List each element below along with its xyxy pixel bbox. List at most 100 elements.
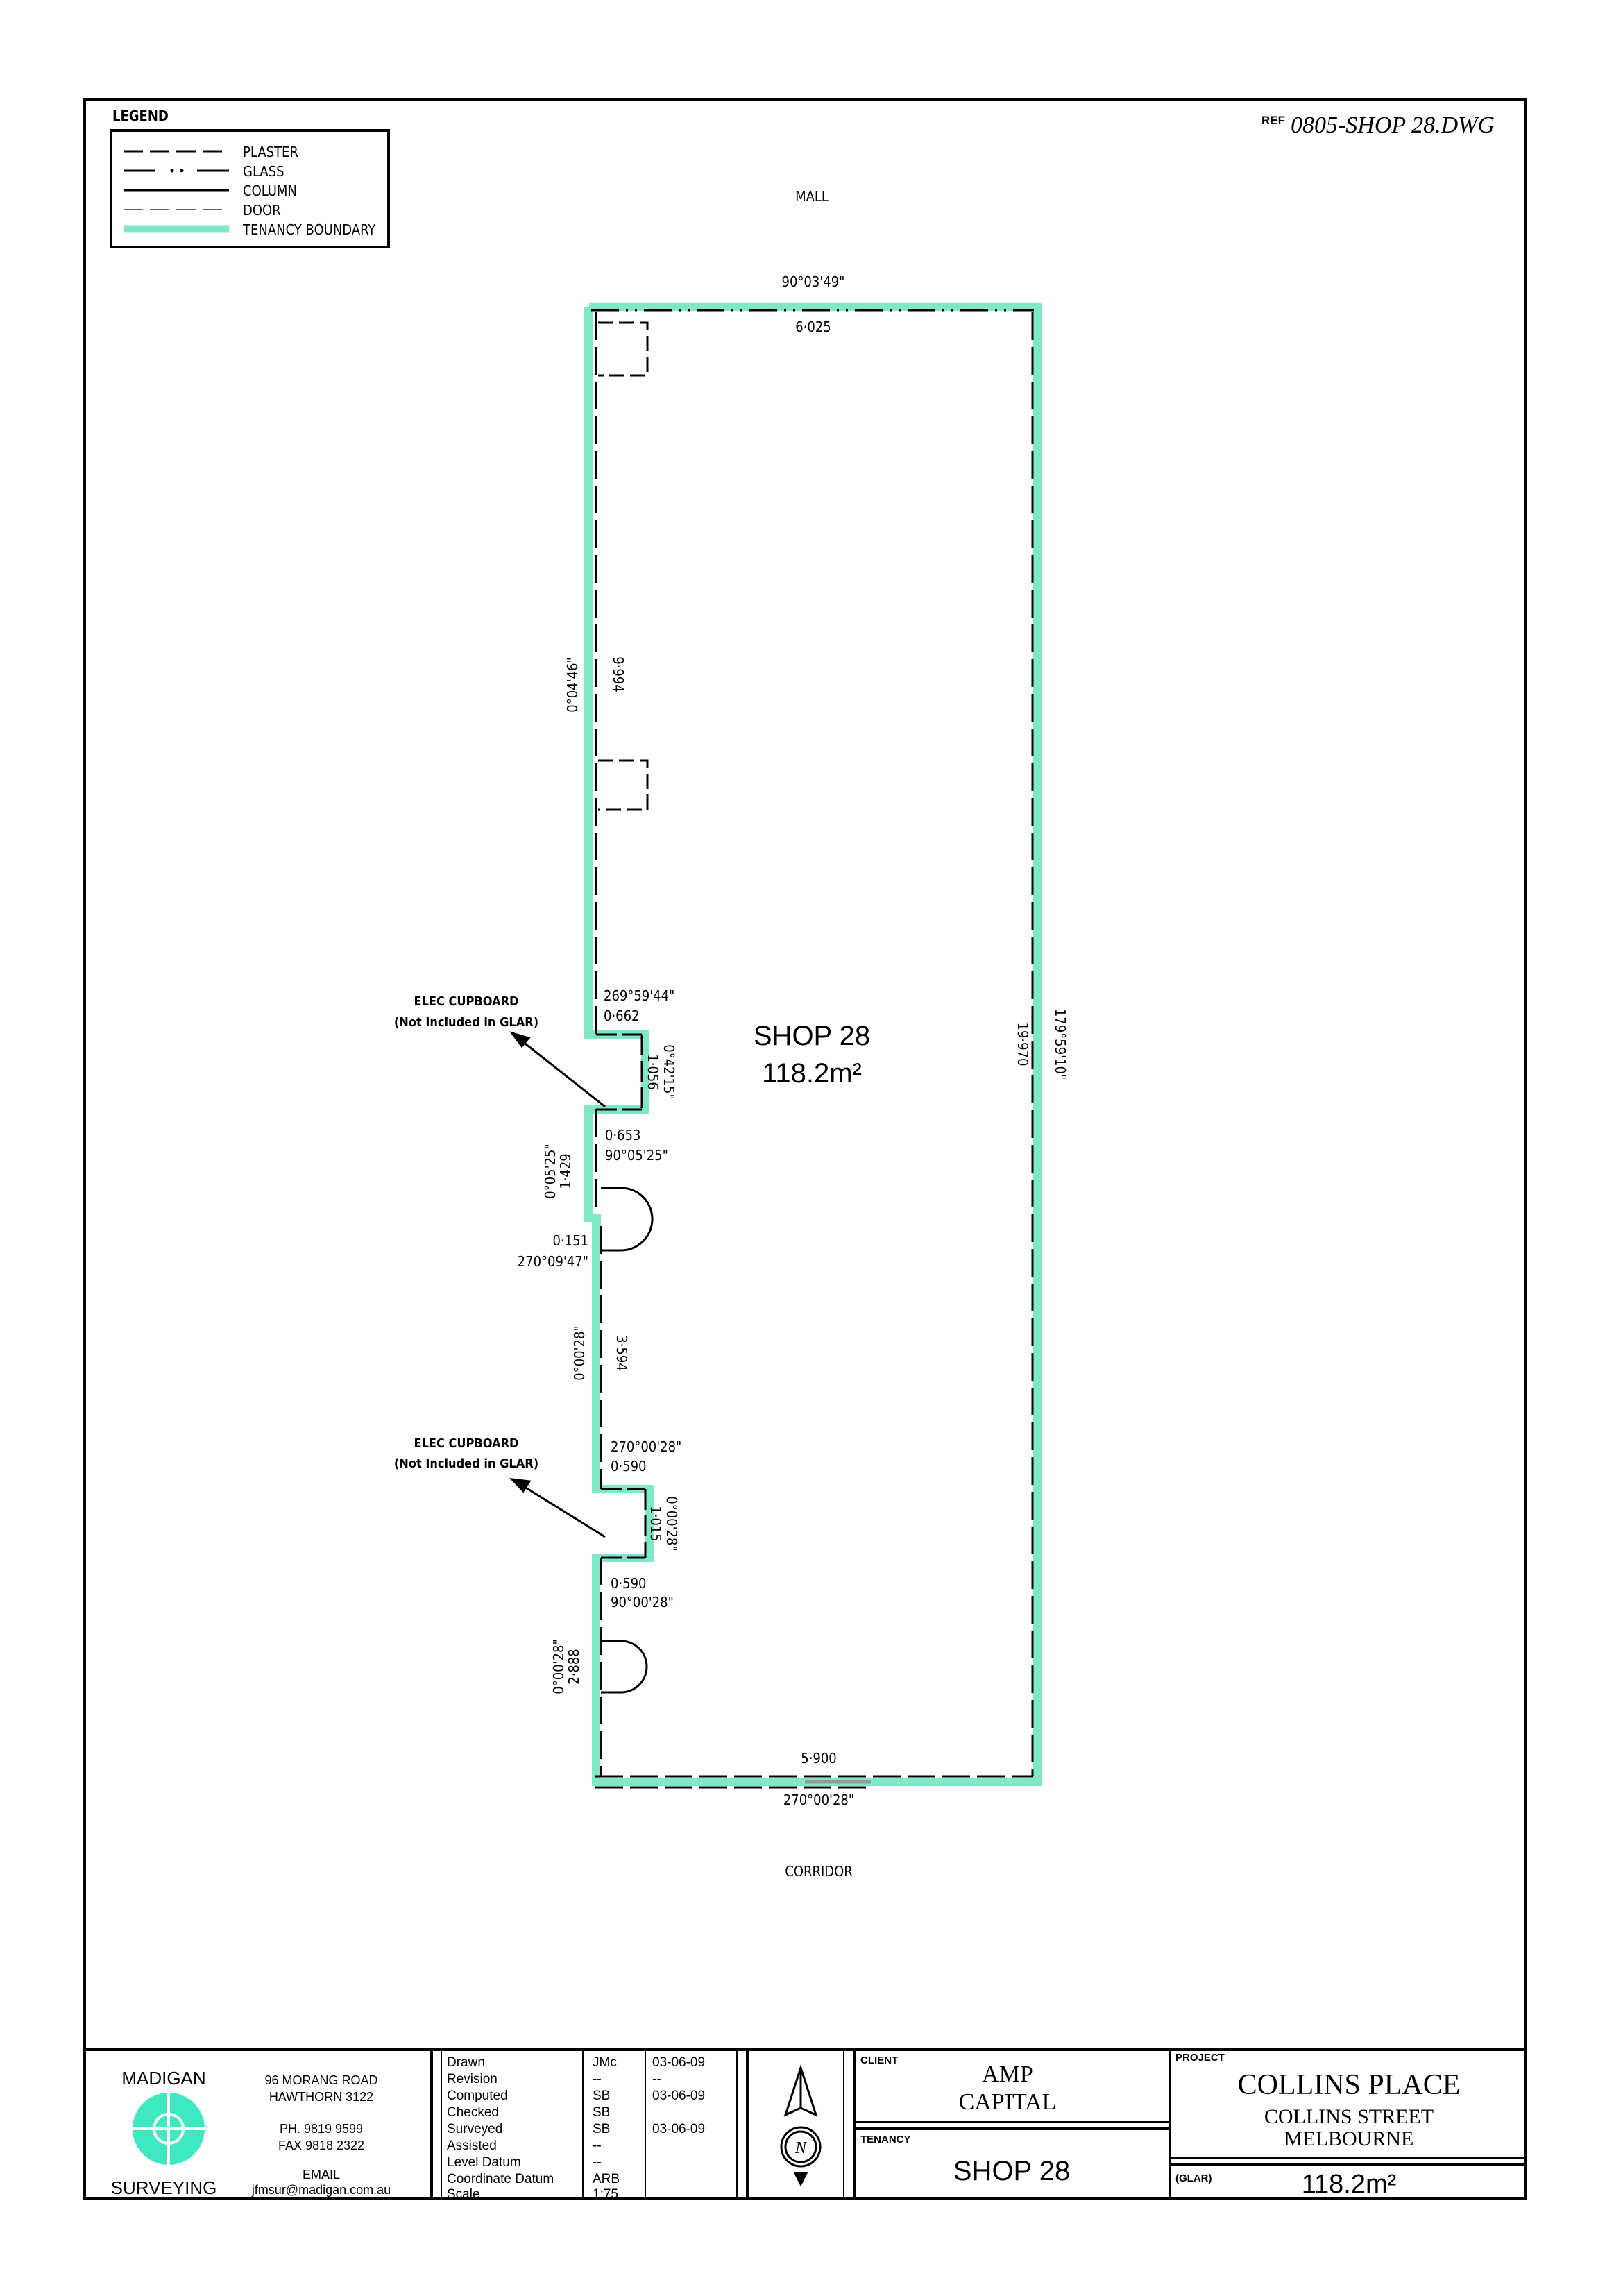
- field-date-revision: --: [652, 2072, 661, 2086]
- shop-name: SHOP 28: [754, 1021, 870, 1051]
- company-name-top: MADIGAN: [121, 2068, 205, 2089]
- tenancy-value: SHOP 28: [953, 2156, 1070, 2186]
- title-fields: Drawn Revision Computed Checked Surveyed…: [447, 2055, 705, 2202]
- dim-bottom-bearing: 270°00'28": [783, 1792, 854, 1808]
- sheet-border: [83, 98, 1527, 2200]
- legend-label-glass: GLASS: [243, 163, 284, 180]
- dim-top-length: 6·025: [795, 318, 831, 335]
- project-title: COLLINS PLACE: [1238, 2069, 1461, 2101]
- field-label-assisted: Assisted: [447, 2138, 497, 2153]
- field-label-surveyed: Surveyed: [447, 2122, 502, 2136]
- project-label: PROJECT: [1175, 2052, 1225, 2064]
- address-email: jfmsur@madigan.com.au: [251, 2183, 391, 2197]
- legend-label-plaster: PLASTER: [243, 144, 298, 160]
- dim-cup2-side-bearing: 0°00'28": [663, 1496, 680, 1551]
- field-label-scale: Scale: [447, 2187, 480, 2202]
- project-line3: MELBOURNE: [1284, 2127, 1414, 2150]
- dim-left-bearing-3: 0°00'28": [571, 1325, 588, 1380]
- field-value-drawn: JMc: [593, 2055, 617, 2070]
- field-label-computed: Computed: [447, 2089, 508, 2103]
- dim-right-bearing: 179°59'10": [1052, 1009, 1069, 1080]
- field-date-computed: 03-06-09: [652, 2089, 705, 2103]
- legend-box: [110, 129, 390, 248]
- dim-left-length-1: 9·994: [610, 656, 627, 692]
- address-fax: FAX 9818 2322: [278, 2138, 364, 2152]
- field-value-coordinate-datum: ARB: [593, 2172, 620, 2186]
- legend-label-tenancy: TENANCY BOUNDARY: [242, 221, 376, 238]
- dim-cup2-bottom-length: 0·590: [611, 1575, 647, 1592]
- vertical-dimension-labels: 0°04'46" 9·994 1·056 0°42'15" 0°05'25" 1…: [542, 656, 1069, 1694]
- dim-top-bearing: 90°03'49": [782, 273, 845, 290]
- dim-cup2-bottom-bearing: 90°00'28": [611, 1594, 674, 1610]
- dim-bottom-length: 5·900: [801, 1750, 837, 1767]
- dim-left-length-4: 2·888: [566, 1649, 582, 1685]
- field-value-assisted: --: [593, 2138, 602, 2153]
- dim-cup1-top-bearing: 269°59'44": [604, 987, 674, 1004]
- field-label-drawn: Drawn: [447, 2055, 485, 2070]
- client-label: CLIENT: [860, 2055, 898, 2066]
- company-name-bottom: SURVEYING: [111, 2177, 217, 2198]
- ref-prefix: REF: [1261, 113, 1285, 127]
- dim-cup2-side-length: 1·015: [647, 1506, 664, 1542]
- field-label-level-datum: Level Datum: [447, 2155, 521, 2170]
- field-value-computed: SB: [593, 2089, 610, 2103]
- mall-label: MALL: [795, 188, 829, 205]
- glar-label: (GLAR): [1175, 2172, 1212, 2184]
- field-date-surveyed: 03-06-09: [652, 2122, 705, 2136]
- dim-jog-length: 0·151: [553, 1232, 589, 1249]
- dim-left-bearing-4: 0°00'28": [550, 1639, 567, 1694]
- glar-value: 118.2m²: [1302, 2170, 1397, 2199]
- wall-lines: [591, 309, 1034, 1789]
- address-line2: HAWTHORN 3122: [269, 2090, 373, 2104]
- project-line2: COLLINS STREET: [1264, 2105, 1434, 2128]
- dim-cup2-top-length: 0·590: [611, 1458, 647, 1474]
- north-letter: N: [794, 2139, 808, 2157]
- legend-title: LEGEND: [112, 108, 169, 124]
- legend-label-door: DOOR: [243, 202, 281, 219]
- dim-right-length: 19·970: [1014, 1023, 1031, 1066]
- tenancy-label: TENANCY: [860, 2134, 911, 2145]
- dim-cup1-bottom-bearing: 90°05'25": [605, 1147, 668, 1164]
- door-arcs: [601, 1187, 654, 1694]
- title-block-thin-lines: [441, 2050, 1525, 2198]
- dim-cup1-side-length: 1·056: [645, 1054, 661, 1090]
- dim-cup2-top-bearing: 270°00'28": [611, 1438, 681, 1455]
- address-line1: 96 MORANG ROAD: [264, 2073, 377, 2087]
- field-value-level-datum: --: [593, 2155, 602, 2170]
- address-email-label: EMAIL: [303, 2168, 340, 2182]
- callout-arrows: [509, 1031, 606, 1538]
- field-value-checked: SB: [593, 2105, 610, 2120]
- shop-area: 118.2m²: [762, 1058, 862, 1089]
- field-label-checked: Checked: [447, 2105, 499, 2120]
- field-value-surveyed: SB: [593, 2122, 610, 2136]
- madigan-logo: [128, 2089, 209, 2169]
- callout-1-title: ELEC CUPBOARD: [414, 994, 519, 1009]
- callout-2-note: (Not Included in GLAR): [394, 1456, 538, 1471]
- field-label-coordinate-datum: Coordinate Datum: [447, 2172, 554, 2186]
- client-line1: AMP: [982, 2061, 1033, 2087]
- legend-swatch-glass: [124, 169, 229, 173]
- tenancy-boundary: [584, 303, 1042, 1786]
- dim-cup1-bottom-length: 0·653: [605, 1127, 641, 1143]
- north-arrow-icon: [780, 2064, 822, 2187]
- legend-label-column: COLUMN: [243, 182, 297, 199]
- callout-2-title: ELEC CUPBOARD: [414, 1436, 519, 1451]
- ref-drawing: 0805-SHOP 28.DWG: [1290, 112, 1495, 138]
- dim-left-bearing-1: 0°04'46": [564, 657, 581, 712]
- client-line2: CAPITAL: [959, 2089, 1057, 2115]
- dim-left-length-3: 3·594: [613, 1335, 630, 1371]
- field-label-revision: Revision: [447, 2072, 498, 2086]
- column-markers: [598, 321, 649, 811]
- dim-left-length-2: 1·429: [557, 1153, 574, 1189]
- corridor-label: CORRIDOR: [785, 1863, 853, 1880]
- title-block-frame: [85, 2048, 1525, 2198]
- address-phone: PH. 9819 9599: [280, 2122, 363, 2136]
- dim-left-bearing-2: 0°05'25": [542, 1143, 559, 1198]
- field-value-scale: 1:75: [593, 2187, 618, 2202]
- callout-1-note: (Not Included in GLAR): [394, 1015, 538, 1030]
- dim-cup1-top-length: 0·662: [604, 1007, 640, 1024]
- dim-jog-bearing: 270°09'47": [518, 1253, 588, 1270]
- field-date-drawn: 03-06-09: [652, 2055, 705, 2070]
- field-value-revision: --: [593, 2072, 602, 2086]
